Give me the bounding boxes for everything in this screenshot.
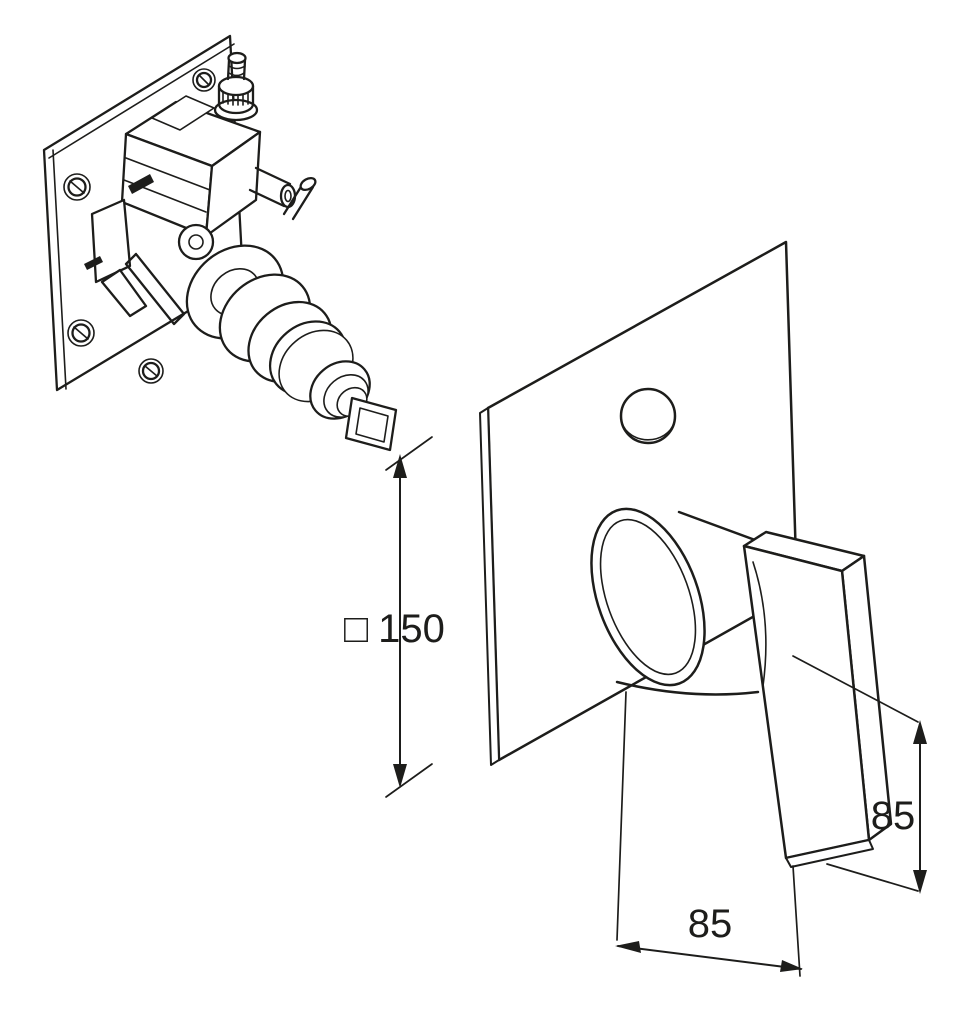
screw-slot: [73, 326, 89, 340]
screw-slot: [69, 180, 85, 194]
lever-handle: [742, 530, 893, 868]
dimension-plate-150: □150: [344, 436, 445, 798]
dimension-label-lever-projection: 85: [688, 902, 733, 946]
side-port-end: [279, 183, 297, 209]
extension-tick: [385, 436, 433, 471]
dimension-label-lever-height: 85: [871, 794, 916, 838]
fixing-screws: [63, 68, 216, 384]
extension-tick: [385, 763, 433, 798]
housing-left-lug: [90, 198, 132, 284]
rough-in-valve-assembly: [42, 34, 398, 452]
spindle-square: [344, 396, 398, 452]
dimension-label-plate: □150: [344, 607, 445, 651]
sleeve-base-rim: [599, 518, 697, 676]
housing-right-face: [204, 130, 262, 238]
screw-slot: [144, 365, 158, 377]
lever-tip-face: [785, 839, 874, 868]
dimension-lever-projection-85: 85: [615, 691, 803, 977]
diverter-button-lip: [621, 422, 675, 441]
arrowhead: [780, 960, 803, 972]
spindle-square-inner: [355, 407, 389, 443]
square-symbol-icon: □: [344, 607, 368, 651]
pin-lever-cap: [299, 176, 317, 192]
handle-sleeve: [590, 507, 795, 696]
arrowhead: [913, 870, 927, 894]
plate-size-value: 150: [378, 607, 445, 651]
side-port-bore: [284, 189, 292, 203]
stem-tip: [227, 51, 247, 65]
dimension-line: [617, 945, 802, 970]
extension-line: [826, 863, 919, 892]
extension-line: [792, 655, 919, 723]
body-marking: [128, 174, 154, 194]
knurl-ticks: [222, 87, 249, 106]
screw-head: [67, 177, 87, 197]
screw-slot: [198, 74, 210, 86]
housing-strap: [124, 252, 186, 326]
mounting-plate-edge-left: [52, 149, 67, 390]
arrowhead: [393, 454, 407, 478]
escutcheon-plate-thickness: [479, 407, 500, 766]
knurl-top: [217, 75, 255, 97]
cartridge: [185, 244, 398, 452]
arrowhead: [913, 720, 927, 744]
sleeve-base: [590, 507, 706, 687]
dimension-lever-height-85: 85: [792, 655, 927, 894]
arrowhead: [615, 941, 641, 953]
screw-head: [141, 361, 161, 381]
extension-line: [792, 865, 801, 977]
diverter-button: [619, 387, 677, 445]
arrowhead: [393, 764, 407, 788]
lever-joint-curve: [752, 561, 767, 687]
housing-boss-center: [188, 234, 204, 250]
escutcheon-assembly: [479, 240, 893, 868]
stem-threads: [228, 65, 246, 77]
housing-top-step: [151, 95, 215, 131]
sleeve-bottom-edge: [615, 680, 760, 696]
housing-bracket: [100, 268, 148, 318]
stem-sides: [226, 58, 247, 81]
stem-base-ring: [213, 98, 259, 122]
extension-line: [616, 691, 627, 941]
screw-head: [71, 323, 91, 343]
diverter-button-face: [619, 387, 677, 445]
body-marking: [84, 256, 103, 270]
side-port-lines: [248, 166, 292, 208]
mounting-plate-edge-top: [48, 43, 235, 159]
screw-head: [195, 71, 213, 89]
adjustment-stem: [213, 51, 259, 122]
escutcheon-plate-face: [486, 240, 799, 762]
housing-detail-line: [125, 157, 211, 191]
housing-boss: [177, 223, 215, 261]
